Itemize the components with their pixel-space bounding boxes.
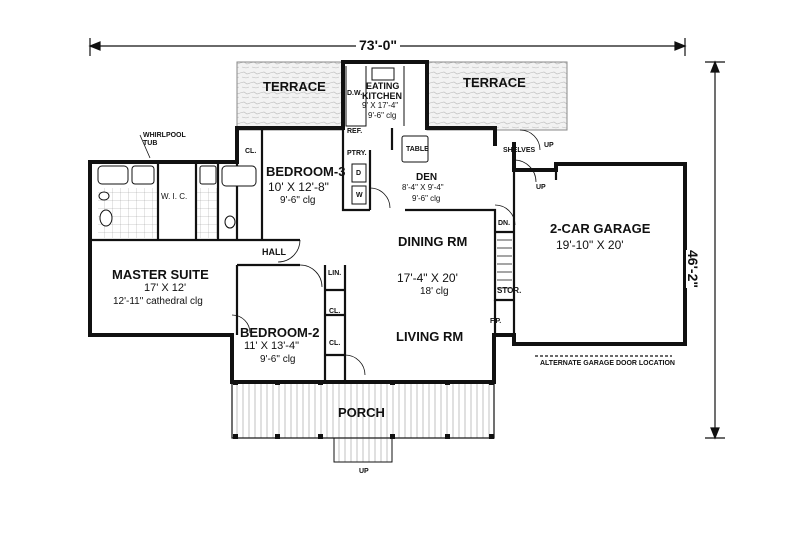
stairs-down-label: DN. (498, 220, 511, 227)
up-label-top: UP (544, 142, 554, 149)
bedroom3-name: BEDROOM-3 (266, 164, 346, 179)
bedroom3-closet-label: CL. (245, 148, 257, 155)
bedroom2-closet-b-label: CL. (329, 340, 341, 347)
bedroom2-ceiling: 9'-6" clg (260, 354, 296, 365)
tub-label: TUB (143, 140, 158, 147)
terrace-left-label: TERRACE (263, 79, 326, 94)
pantry-label: PTRY. (347, 150, 367, 157)
bedroom2-size: 11' X 13'-4" (244, 340, 299, 352)
terrace-right-label: TERRACE (463, 75, 526, 90)
table-label: TABLE (406, 146, 429, 153)
porch-label: PORCH (338, 405, 385, 420)
linen-label: LIN. (328, 270, 342, 277)
refrigerator-label: REF. (347, 128, 363, 135)
porch-up-label: UP (359, 468, 369, 475)
garage-name: 2-CAR GARAGE (550, 221, 651, 236)
bedroom2-closet-a-label: CL. (329, 308, 341, 315)
dryer-label: D (356, 170, 362, 177)
den-ceiling: 9'-6" clg (412, 194, 441, 203)
master-ceiling: 12'-11" cathedral clg (113, 296, 203, 307)
shelves-label: SHELVES (503, 147, 536, 154)
alternate-garage-door-label: ALTERNATE GARAGE DOOR LOCATION (540, 360, 675, 367)
storage-label: STOR. (497, 286, 522, 295)
den-size: 8'-4" X 9'-4" (402, 183, 444, 192)
kitchen-ceiling: 9'-6" clg (368, 111, 397, 120)
dishwasher-label: D.W. (347, 90, 363, 97)
garage-size: 19'-10" X 20' (556, 238, 624, 252)
terrace-right-area (426, 61, 568, 131)
whirlpool-label: WHIRLPOOL (143, 132, 186, 139)
living-room-label: LIVING RM (396, 329, 464, 344)
bedroom2-name: BEDROOM-2 (240, 325, 320, 340)
den-name: DEN (416, 172, 438, 183)
washer-label: W (356, 192, 363, 199)
fireplace-label: F.P. (490, 318, 502, 325)
up-label-garage: UP (536, 184, 546, 191)
kitchen-name-1: EATING (366, 81, 400, 91)
master-name: MASTER SUITE (112, 267, 209, 282)
living-ceiling: 18' clg (420, 286, 449, 297)
kitchen-name-2: KITCHEN (362, 91, 402, 101)
wic-label: W. I. C. (161, 192, 188, 201)
bedroom3-size: 10' X 12'-8" (268, 180, 329, 194)
overall-width-label: 73'-0" (356, 38, 400, 52)
overall-depth-label: 46'-2" (685, 250, 701, 288)
hall-label: HALL (262, 247, 286, 257)
dining-room-label: DINING RM (398, 234, 468, 249)
bedroom3-ceiling: 9'-6" clg (280, 195, 316, 206)
living-size: 17'-4" X 20' (397, 271, 458, 285)
master-size: 17' X 12' (144, 282, 187, 294)
terrace-left-area (236, 61, 344, 131)
kitchen-size: 9' X 17'-4" (362, 101, 399, 110)
